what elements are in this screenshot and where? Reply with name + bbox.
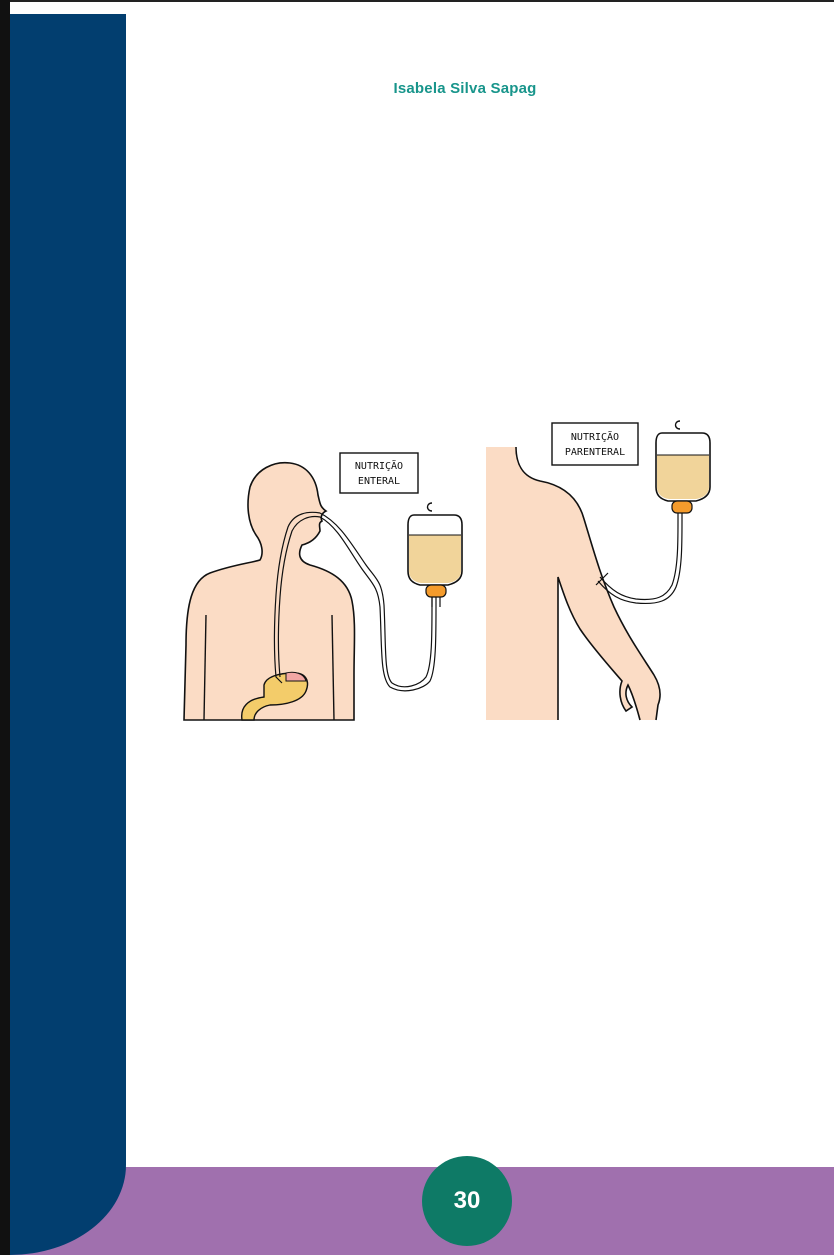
- parenteral-arm: [486, 447, 660, 720]
- enteral-connector: [426, 585, 446, 597]
- enteral-label-line1: NUTRIÇÃO: [355, 459, 403, 472]
- page-number: 30: [454, 1187, 481, 1215]
- enteral-bag: [408, 503, 462, 607]
- parenteral-tube: [598, 513, 682, 603]
- page-number-badge: 30: [422, 1156, 512, 1246]
- parenteral-label: NUTRIÇÃO PARENTERAL: [552, 423, 638, 465]
- enteral-label-line2: ENTERAL: [358, 476, 400, 487]
- top-border: [0, 0, 834, 14]
- parenteral-label-line1: NUTRIÇÃO: [571, 430, 619, 443]
- left-sidebar-band: [10, 14, 126, 1255]
- left-border: [0, 0, 10, 1255]
- enteral-figure: [184, 463, 436, 720]
- parenteral-label-line2: PARENTERAL: [565, 447, 625, 458]
- author-name: Isabela Silva Sapag: [300, 80, 630, 97]
- footer-band: [10, 1167, 834, 1255]
- enteral-label: NUTRIÇÃO ENTERAL: [340, 453, 418, 493]
- parenteral-connector: [672, 501, 692, 513]
- nutrition-illustration: NUTRIÇÃO ENTERAL NUTRIÇÃO PARENTERAL: [170, 415, 730, 735]
- parenteral-figure: [486, 447, 682, 720]
- parenteral-bag: [656, 421, 710, 513]
